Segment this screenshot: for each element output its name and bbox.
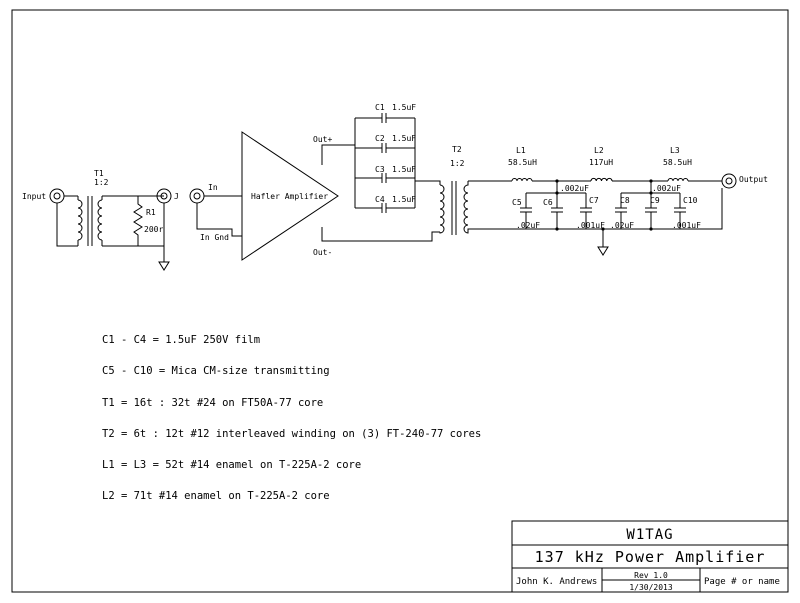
- capacitor-c7: C7: [580, 193, 599, 229]
- j-connector-left: [156, 188, 172, 204]
- output-connector: [721, 173, 737, 189]
- l3-value: 58.5uH: [663, 158, 692, 167]
- in-label: In: [208, 183, 218, 192]
- output-filter: L1 58.5uH L2 117uH L3 58.5uH C5: [467, 146, 723, 256]
- l3-ref: L3: [670, 146, 680, 155]
- t2-ratio: 1:2: [450, 159, 465, 168]
- inductor-l2: L2 117uH: [589, 146, 613, 182]
- r1-ref: R1: [146, 208, 156, 217]
- note-t1: T1 = 16t : 32t #24 on FT50A-77 core: [102, 397, 323, 409]
- j-label: J: [174, 192, 179, 201]
- l2-value: 117uH: [589, 158, 613, 167]
- c5-value: .02uF: [516, 221, 540, 230]
- r1-value: 200r: [144, 225, 163, 234]
- t2-transformer: T2 1:2: [439, 145, 469, 235]
- c8-ref: C8: [620, 196, 630, 205]
- c1-ref: C1: [375, 103, 385, 112]
- title-callsign: W1TAG: [626, 527, 673, 543]
- c4-ref: C4: [375, 195, 385, 204]
- c6-ref: C6: [543, 198, 553, 207]
- hafler-amplifier: Hafler Amplifier Out+ Out-: [241, 131, 440, 261]
- l1-value: 58.5uH: [508, 158, 537, 167]
- c9-value: .002uF: [652, 184, 681, 193]
- c2-value: 1.5uF: [392, 134, 416, 143]
- out-plus-label: Out+: [313, 135, 332, 144]
- c4-value: 1.5uF: [392, 195, 416, 204]
- shunt-group-2: C8 C9 C10 .002uF: [615, 181, 698, 229]
- c10-value: .001uF: [672, 221, 701, 230]
- output-label: Output: [739, 175, 768, 184]
- l1-ref: L1: [516, 146, 526, 155]
- amp-input-section: In In Gnd: [189, 183, 242, 242]
- inductor-l1: L1 58.5uH: [508, 146, 537, 182]
- c9-ref: C9: [650, 196, 660, 205]
- capacitor-c6: C6: [543, 193, 563, 229]
- note-l2: L2 = 71t #14 enamel on T-225A-2 core: [102, 490, 330, 502]
- input-label: Input: [22, 192, 46, 201]
- in-gnd-label: In Gnd: [200, 233, 229, 242]
- ground-symbol-t1: [158, 261, 170, 271]
- j-connector-right: [189, 188, 205, 204]
- component-notes: C1 - C4 = 1.5uF 250V film C5 - C10 = Mic…: [102, 334, 481, 502]
- t1-ratio: 1:2: [94, 178, 109, 187]
- capacitor-c4: C4 1.5uF: [355, 195, 416, 213]
- c1-value: 1.5uF: [392, 103, 416, 112]
- title-page: Page # or name: [704, 577, 780, 587]
- t1-transformer: T1 1:2: [77, 169, 109, 246]
- input-connector: [49, 188, 65, 204]
- inductor-l3: L3 58.5uH: [663, 146, 692, 182]
- title-author: John K. Andrews: [516, 577, 597, 587]
- amplifier-label: Hafler Amplifier: [251, 192, 328, 201]
- l2-ref: L2: [594, 146, 604, 155]
- c6-value: .002uF: [560, 184, 589, 193]
- c3-ref: C3: [375, 165, 385, 174]
- c7-ref: C7: [589, 196, 599, 205]
- c8-value: .02uF: [610, 221, 634, 230]
- title-name: 137 kHz Power Amplifier: [535, 548, 766, 566]
- capacitor-c8: C8: [615, 193, 630, 229]
- note-c5-c10: C5 - C10 = Mica CM-size transmitting: [102, 365, 330, 377]
- ground-symbol-filter: [597, 246, 609, 256]
- t1-ref: T1: [94, 169, 104, 178]
- capacitor-c9: C9: [645, 193, 660, 229]
- capacitor-c3: C3 1.5uF: [355, 165, 416, 183]
- capacitor-c1: C1 1.5uF: [355, 103, 416, 123]
- shunt-group-1: C5 C6 C7 .002uF: [512, 181, 599, 229]
- c10-ref: C10: [683, 196, 698, 205]
- sheet-border: [11, 9, 789, 593]
- t2-ref: T2: [452, 145, 462, 154]
- note-l1-l3: L1 = L3 = 52t #14 enamel on T-225A-2 cor…: [102, 459, 361, 471]
- capacitor-bank-c1-c4: C1 1.5uF C2 1.5uF C3 1.5uF C4 1.5uF: [354, 103, 441, 213]
- capacitor-c5: C5: [512, 193, 532, 229]
- capacitor-c10: C10: [674, 193, 698, 229]
- note-c1-c4: C1 - C4 = 1.5uF 250V film: [102, 334, 260, 346]
- capacitor-c2: C2 1.5uF: [355, 134, 416, 153]
- title-block: W1TAG 137 kHz Power Amplifier John K. An…: [511, 520, 789, 593]
- r1-resistor: R1 200r: [133, 196, 163, 246]
- input-section: Input T1 1:2 R1 200r J: [22, 169, 179, 271]
- c5-ref: C5: [512, 198, 522, 207]
- note-t2: T2 = 6t : 12t #12 interleaved winding on…: [102, 428, 481, 440]
- title-date: 1/30/2013: [629, 583, 673, 592]
- title-rev: Rev 1.0: [634, 571, 668, 580]
- out-minus-label: Out-: [313, 248, 332, 257]
- c3-value: 1.5uF: [392, 165, 416, 174]
- c7-value: .001uF: [576, 221, 605, 230]
- c2-ref: C2: [375, 134, 385, 143]
